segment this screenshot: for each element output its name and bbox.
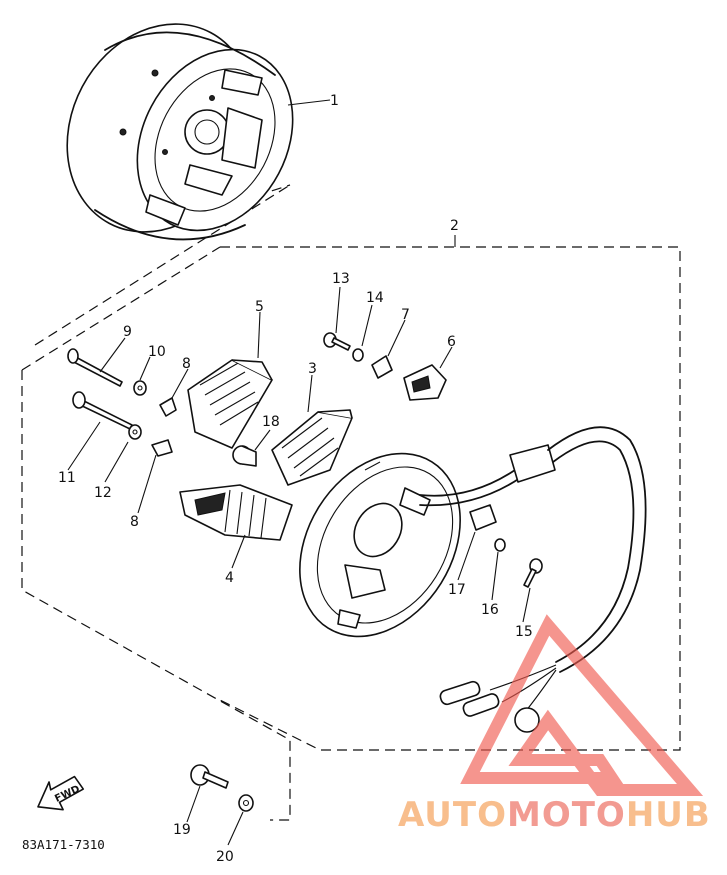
part-label-5: 5 (255, 299, 264, 315)
screw-part-9 (67, 348, 123, 387)
part-label-18: 18 (262, 414, 280, 430)
watermark-brand-moto: MOTO (507, 795, 626, 835)
washer-part-20 (238, 794, 254, 812)
part-label-16: 16 (481, 602, 499, 618)
bracket-part-6 (403, 364, 447, 401)
spacer-part-18 (232, 445, 257, 467)
coil-part-5 (187, 359, 273, 449)
watermark-brand-hub: HUB (626, 795, 711, 835)
washer-part-16 (494, 538, 506, 552)
part-label-10: 10 (148, 344, 166, 360)
washer-part-10 (133, 380, 147, 396)
part-label-7: 7 (401, 307, 410, 323)
wire-harness (419, 426, 647, 733)
fwd-arrow-icon: FWD (37, 775, 85, 811)
clip-part-8-lower (151, 439, 173, 457)
part-label-8: 8 (182, 356, 191, 372)
clamp-part-17 (469, 504, 497, 531)
part-label-8-lower: 8 (130, 514, 139, 530)
part-label-4: 4 (225, 570, 234, 586)
screw-part-11 (72, 391, 133, 430)
screw-part-13 (323, 332, 351, 351)
watermark-triangle-icon (460, 614, 704, 796)
part-label-17: 17 (448, 582, 466, 598)
watermark-brand-auto: AUTO (398, 795, 507, 835)
watermark-logo: AUTOMOTOHUB (398, 614, 711, 835)
drawing-code: 83A171-7310 (22, 837, 105, 852)
part-label-19: 19 (173, 822, 191, 838)
clamp-part-7 (371, 355, 393, 379)
part-label-6: 6 (447, 334, 456, 350)
part-label-15: 15 (515, 624, 533, 640)
part-label-11: 11 (58, 470, 76, 486)
part-label-1: 1 (330, 93, 339, 109)
part-label-20: 20 (216, 849, 234, 865)
part-label-13: 13 (332, 271, 350, 287)
svg-text:AUTOMOTOHUB: AUTOMOTOHUB (398, 795, 711, 835)
stator-plate (299, 452, 461, 638)
part-label-2: 2 (450, 218, 459, 234)
coil-part-4 (179, 484, 293, 541)
screw-part-15 (523, 558, 543, 588)
part-label-12: 12 (94, 485, 112, 501)
assembly-boundary-lines (21, 184, 681, 821)
washer-part-14 (352, 348, 364, 362)
washer-part-12 (128, 424, 142, 440)
leader-lines (67, 99, 531, 846)
part-number-labels: 1 2 3 4 5 6 7 8 9 10 11 12 8 13 14 15 16… (58, 93, 533, 865)
part-label-9: 9 (123, 324, 132, 340)
part-label-14: 14 (366, 290, 384, 306)
part-label-3: 3 (308, 361, 317, 377)
clip-part-8-upper (159, 397, 177, 417)
flywheel-rotor (66, 23, 294, 241)
coil-part-3 (271, 409, 353, 486)
bolt-part-19 (190, 764, 229, 789)
